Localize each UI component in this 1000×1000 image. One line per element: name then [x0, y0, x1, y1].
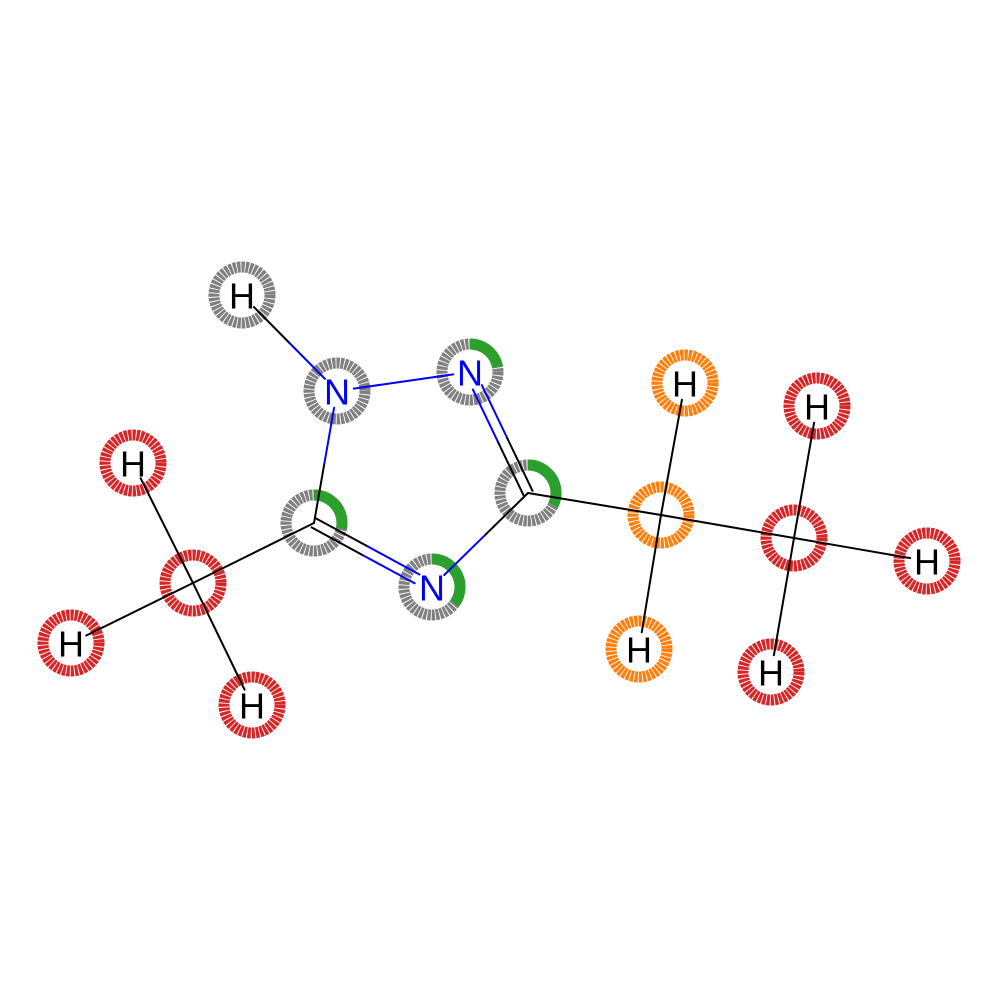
bond-c5-c6-a — [252, 522, 315, 554]
bond-c7-c8-b — [726, 525, 795, 539]
atom-ring-h7a — [651, 349, 719, 417]
bond-n1-n2-a — [352, 380, 405, 390]
bond-c5-n4-1-b — [362, 554, 416, 585]
bond-c6-h6a-b — [139, 477, 168, 532]
atom-ring-h6c — [218, 671, 286, 739]
bond-n4-c3-b — [485, 492, 529, 536]
bond-c7-c8-a — [660, 514, 729, 528]
bond-n2-c3-1-a — [471, 388, 500, 444]
atom-label-h8c: H — [758, 653, 784, 694]
bond-n1-n2-b — [402, 373, 455, 383]
atom-label-h6c: H — [239, 686, 265, 727]
atom-label-h7a: H — [672, 364, 698, 405]
atom-ring-h8b — [893, 527, 961, 595]
bond-c3-c7-a — [527, 492, 596, 505]
atom-ring-h8c — [737, 638, 805, 706]
bond-c7-h7a-b — [670, 398, 683, 459]
bond-c6-h6b-a — [138, 582, 194, 611]
bond-c8-h8a-a — [793, 479, 806, 539]
bond-h1-n1-a — [252, 306, 291, 344]
bond-c6-h6c-b — [217, 635, 246, 691]
bond-c5-n4-1-a — [310, 526, 365, 557]
atom-ring-accent-c5 — [280, 489, 348, 557]
atom-ring-accent-n2 — [436, 338, 504, 406]
bond-c5-n4-2-a — [315, 517, 369, 548]
atom-labels: H N N N H H H H H H H H — [58, 276, 940, 727]
atom-label-h1: H — [229, 276, 255, 317]
bond-h1-n1-b — [288, 342, 327, 380]
bond-n4-c3-a — [443, 533, 488, 577]
bond-c6-h6c-a — [192, 582, 220, 638]
atom-label-h6b: H — [58, 624, 84, 665]
bond-c8-h8c-b — [772, 595, 785, 657]
bond-c8-h8b-a — [793, 537, 854, 550]
bond-c7-h7b-b — [640, 572, 653, 634]
atom-label-h7b: H — [626, 630, 652, 671]
atom-label-n1: N — [324, 372, 350, 413]
bond-c5-c6-b — [192, 552, 255, 584]
bond-c6-h6a-a — [165, 529, 194, 584]
atom-ring-h7b — [605, 615, 673, 683]
atom-label-h8b: H — [914, 542, 940, 583]
bond-n2-c3-2-a — [480, 384, 509, 440]
bond-c7-h7b-a — [650, 514, 662, 575]
bond-n1-c5-b — [313, 464, 326, 524]
bond-c8-h8a-b — [803, 421, 816, 482]
bond-c6-h6b-b — [85, 608, 141, 637]
bond-c5-n4-2-b — [366, 545, 421, 576]
atom-label-h6a: H — [120, 444, 146, 485]
bond-c8-h8b-b — [851, 547, 912, 560]
bond-n1-c5-a — [323, 406, 336, 467]
bond-n2-c3-1-b — [497, 441, 525, 497]
bond-c3-c7-b — [593, 503, 662, 516]
atom-ring-h6a — [99, 429, 167, 497]
atom-ring-h6b — [37, 609, 105, 677]
bond-c7-h7a-a — [660, 456, 673, 516]
atom-ring-h8a — [783, 372, 851, 440]
bond-n2-c3-2-b — [506, 437, 534, 492]
bond-c8-h8c-a — [782, 537, 795, 598]
atom-label-h8a: H — [804, 387, 830, 428]
atom-label-n4: N — [419, 568, 445, 609]
atom-ring-accent-n4 — [398, 553, 466, 621]
atom-ring-accent-c3 — [494, 459, 562, 527]
atom-label-n2: N — [457, 353, 483, 394]
bonds — [85, 306, 912, 691]
